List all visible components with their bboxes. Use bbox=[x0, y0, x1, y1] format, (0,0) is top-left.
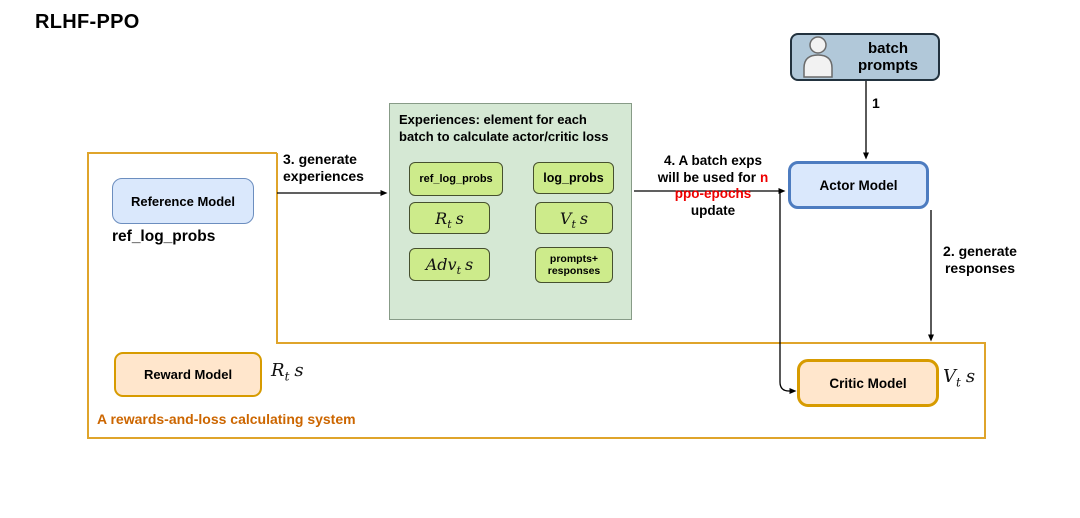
exp-item-prompts-responses: prompts+ responses bbox=[535, 247, 613, 283]
step3-label: 3. generate experiences bbox=[283, 151, 364, 184]
critic-model-node: Critic Model bbox=[797, 359, 939, 407]
reference-output-label: ref_log_probs bbox=[112, 228, 216, 245]
actor-model-node: Actor Model bbox=[788, 161, 929, 209]
step2-label: 2. generate responses bbox=[943, 243, 1017, 276]
rewards-loss-system-boundary bbox=[87, 152, 986, 439]
experiences-to-critic-arrow bbox=[779, 191, 797, 394]
reference-model-node: Reference Model bbox=[112, 178, 254, 224]
batch-prompts-label: batch prompts bbox=[858, 40, 918, 74]
experiences-container: Experiences: element for each batch to c… bbox=[389, 103, 632, 320]
ppo-epochs-n-highlight: n bbox=[760, 169, 769, 185]
reward-model-node: Reward Model bbox=[114, 352, 262, 397]
step1-label: 1 bbox=[872, 95, 880, 111]
exp-item-ref-log-probs: ref_log_probs bbox=[409, 162, 503, 196]
ppo-epochs-highlight: ppo-epochs bbox=[674, 186, 752, 201]
experiences-title: Experiences: element for each batch to c… bbox=[399, 112, 609, 144]
person-icon bbox=[803, 36, 833, 78]
exp-item-log-probs: log_probs bbox=[533, 162, 614, 194]
page-title: RLHF-PPO bbox=[35, 11, 140, 33]
batch-prompts-node: batch prompts bbox=[790, 33, 940, 81]
system-caption: A rewards-and-loss calculating system bbox=[97, 411, 356, 427]
